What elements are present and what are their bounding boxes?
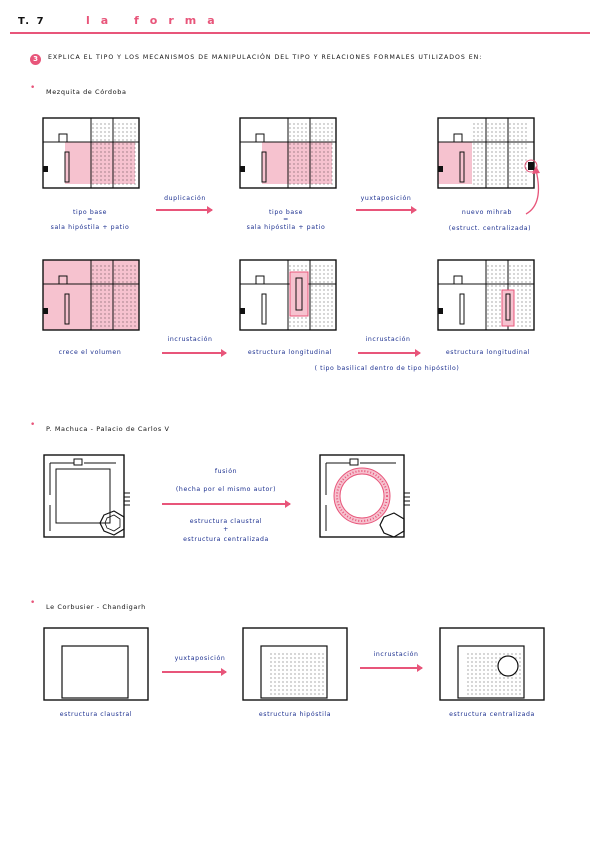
palace-plan-fused: [319, 454, 410, 538]
chandigarh-plan-centralized: [439, 627, 545, 701]
row1-label-a-line3: sala hipóstila + patio: [50, 224, 130, 231]
palace-op-line4: +: [223, 526, 229, 533]
section-1-title: Mezquita de Córdoba: [46, 88, 127, 96]
palace-op-line5: estructura centralizada: [183, 536, 269, 543]
chandigarh-op2: incrustación: [373, 651, 419, 658]
row1-label-b-line2: =: [283, 216, 289, 223]
header-rule: [10, 32, 590, 34]
chandigarh-arrow-1: [162, 668, 227, 676]
mosque-plan-5: [239, 259, 337, 331]
page-title: la forma: [86, 14, 226, 27]
palace-plan-claustral: [43, 454, 130, 538]
row1-op1: duplicación: [164, 195, 206, 202]
row1-label-b-line1: tipo base: [269, 209, 303, 216]
question-text: Explica el tipo y los mecanismos de mani…: [48, 54, 483, 61]
section-2-title: P. Machuca - Palacio de Carlos V: [46, 425, 170, 433]
palace-op-line3: estructura claustral: [189, 518, 263, 525]
mosque-plan-6: [437, 259, 535, 331]
section-3-bullet: •: [30, 598, 36, 608]
chandigarh-arrow-2: [360, 664, 423, 672]
palace-arrow: [162, 500, 291, 508]
chandigarh-plan-hypostyle: [242, 627, 348, 701]
unit-code: T. 7: [18, 16, 46, 27]
row1-label-c-line2: (estruct. centralizada): [448, 225, 532, 232]
section-1-bullet: •: [30, 83, 36, 93]
row2-label-c: estructura longitudinal: [445, 349, 531, 356]
mosque-plan-2: [239, 117, 337, 189]
section-2-bullet: •: [30, 420, 36, 430]
row1-arrow-2: [356, 206, 417, 214]
row2-op2: incrustación: [365, 336, 411, 343]
row1-label-a-line1: tipo base: [73, 209, 107, 216]
mosque-plan-4: [42, 259, 140, 331]
question-number-badge: 3: [30, 54, 41, 65]
row1-arrow-1: [156, 206, 213, 214]
row1-label-a-line2: =: [87, 216, 93, 223]
mosque-plan-3: [437, 117, 538, 189]
row2-label-b: estructura longitudinal: [247, 349, 333, 356]
section-3-title: Le Corbusier - Chandigarh: [46, 603, 146, 611]
row2-arrow-1: [162, 349, 227, 357]
row2-note: ( tipo basilical dentro de tipo hipóstil…: [314, 365, 460, 372]
chandigarh-plan-claustral: [43, 627, 149, 701]
chandigarh-op1: yuxtaposición: [174, 655, 226, 662]
row1-label-c-line1: nuevo mihrab: [461, 209, 513, 216]
chandigarh-label-c: estructura centralizada: [449, 711, 535, 718]
mosque-plan-1: [42, 117, 140, 189]
palace-op-line1: fusión: [214, 468, 238, 475]
palace-op-line2: (hecha por el mismo autor): [175, 486, 277, 493]
row2-arrow-2: [358, 349, 421, 357]
mihrab-curved-arrow: [525, 166, 540, 215]
row1-op2: yuxtaposición: [360, 195, 412, 202]
row1-label-b-line3: sala hipóstila + patio: [246, 224, 326, 231]
row2-label-a: crece el volumen: [58, 349, 122, 356]
chandigarh-label-a: estructura claustral: [59, 711, 133, 718]
chandigarh-label-b: estructura hipóstila: [258, 711, 332, 718]
row2-op1: incrustación: [167, 336, 213, 343]
